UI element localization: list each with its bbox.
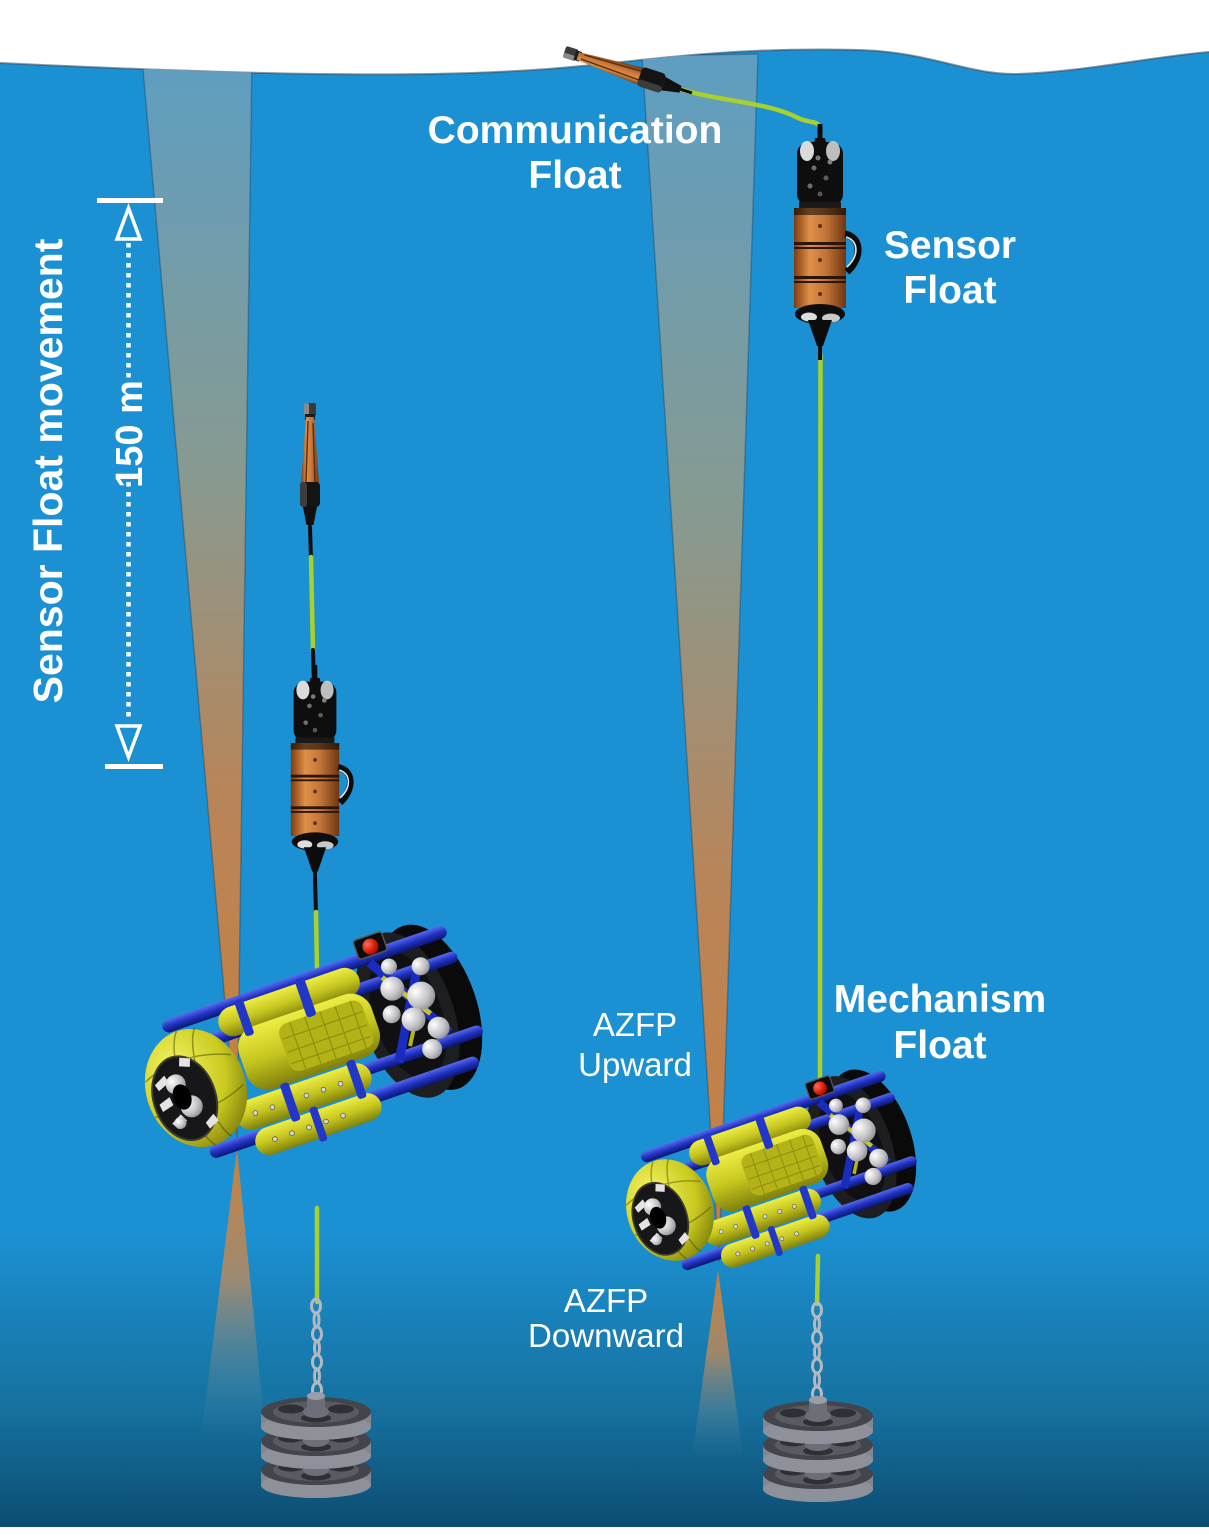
label-azfp-downward-line1: AZFP: [564, 1282, 648, 1319]
azfp-downward-beam-right: [692, 1270, 743, 1458]
measure-cap-bottom: [105, 764, 163, 769]
labels: Sensor Float movement 150 m Communicatio…: [25, 109, 1046, 1354]
sensor-float-movement-measure: [97, 198, 163, 769]
azfp-upward-beam-right: [641, 53, 759, 1263]
arrow-down-icon: [114, 724, 143, 763]
label-azfp-downward-line2: Downward: [528, 1317, 684, 1354]
label-azfp-upward-line2: Upward: [578, 1046, 692, 1083]
label-azfp-upward-line1: AZFP: [593, 1006, 677, 1043]
anchor-left: [261, 1392, 371, 1498]
measure-cap-top: [97, 198, 163, 203]
label-communication-float-line1: Communication: [428, 109, 723, 152]
label-150m: 150 m: [109, 380, 151, 488]
anchor-chain-right: [811, 1301, 823, 1403]
label-sensor-float-line1: Sensor: [884, 224, 1016, 267]
anchor-chain-left: [310, 1297, 323, 1399]
arrow-up-icon: [114, 202, 143, 241]
label-communication-float-line2: Float: [528, 154, 621, 197]
label-sensor-float-movement: Sensor Float movement: [25, 238, 71, 703]
label-sensor-float-line2: Float: [903, 269, 996, 312]
azfp-downward-beam-left: [201, 1149, 266, 1438]
label-mechanism-float-line1: Mechanism: [834, 978, 1046, 1021]
label-mechanism-float-line2: Float: [893, 1024, 986, 1067]
anchor-right: [763, 1396, 873, 1502]
azfp-beams: [141, 53, 759, 1458]
